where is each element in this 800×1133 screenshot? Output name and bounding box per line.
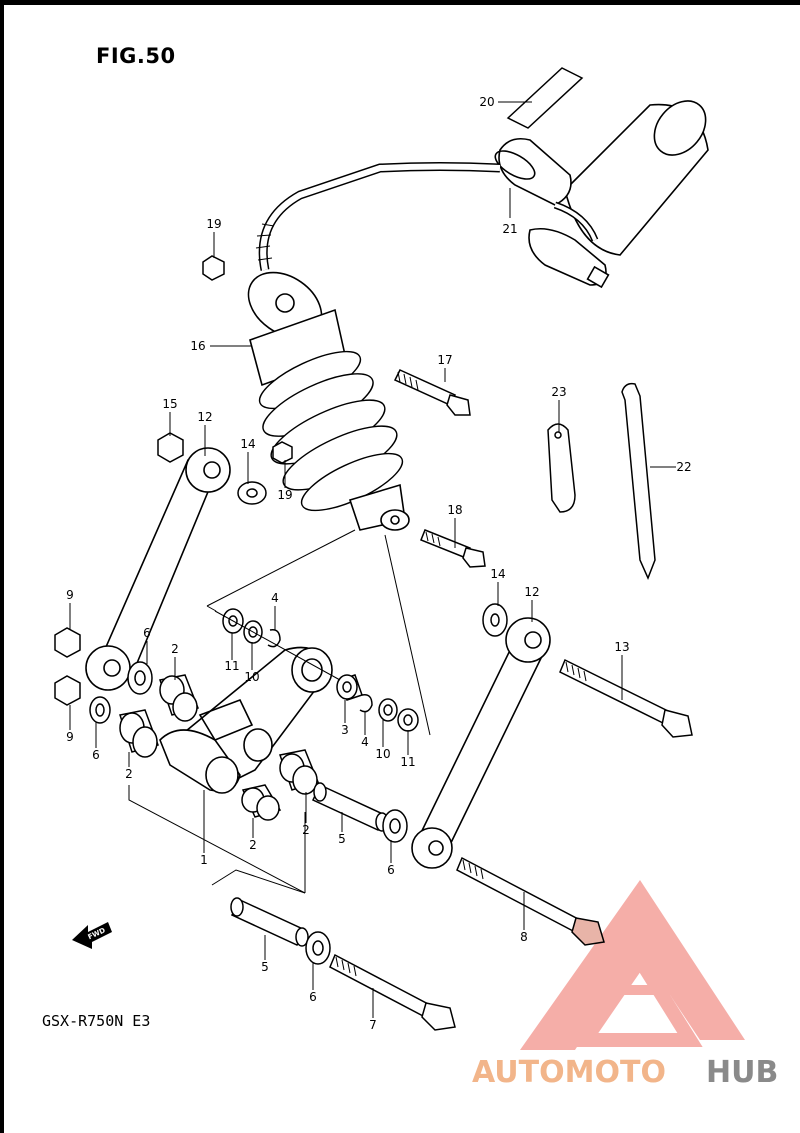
callout-8: 8 <box>520 930 528 944</box>
nut-15 <box>157 432 184 463</box>
callout-12-right: 12 <box>524 585 539 599</box>
callout-2-right: 2 <box>302 823 310 837</box>
circlip-4b <box>359 693 373 713</box>
reservoir-hose <box>255 162 501 271</box>
spacer-5b <box>230 897 309 947</box>
callout-6-right: 6 <box>387 863 395 877</box>
bearing-2b <box>119 709 159 758</box>
callout-15: 15 <box>162 397 177 411</box>
nut-9b <box>54 675 81 706</box>
bearing-2d <box>241 784 282 821</box>
washer-14b <box>482 603 508 637</box>
bolt-7 <box>329 953 456 1031</box>
watermark-text-secondary: HUB <box>706 1055 778 1090</box>
fwd-arrow-icon <box>72 922 112 949</box>
circlip-4a <box>267 628 281 648</box>
callout-16: 16 <box>190 339 205 353</box>
callout-5-lower: 5 <box>261 960 269 974</box>
callout-6-lower: 6 <box>309 990 317 1004</box>
callout-6-left: 6 <box>92 748 100 762</box>
bracket-23 <box>547 423 576 513</box>
nut-19a <box>202 255 225 281</box>
bolt-18 <box>420 529 486 568</box>
callout-18: 18 <box>447 503 462 517</box>
callout-labels: 20 21 19 16 17 23 22 15 12 14 19 18 14 1… <box>66 95 691 1032</box>
model-code-label: GSX-R750N E3 <box>42 1012 151 1030</box>
rear-shock-absorber <box>247 271 410 531</box>
callout-13: 13 <box>614 640 629 654</box>
spacer-5a <box>312 782 389 832</box>
bearing-3 <box>336 674 363 701</box>
callout-9-top: 9 <box>66 588 74 602</box>
callout-2-lower: 2 <box>249 838 257 852</box>
nut-19b <box>272 441 293 464</box>
callout-22: 22 <box>676 460 691 474</box>
washer-14a <box>237 481 267 505</box>
callout-10-top: 10 <box>244 670 259 684</box>
callout-5-upper: 5 <box>338 832 346 846</box>
callout-7: 7 <box>369 1018 377 1032</box>
bolt-8 <box>456 856 605 946</box>
washer-6c <box>382 809 408 843</box>
hose-clamp-22 <box>621 382 656 580</box>
watermark-wordmark: AUTOMOTO HUB <box>472 1055 778 1090</box>
callout-17: 17 <box>437 353 452 367</box>
callout-10-bottom: 10 <box>375 747 390 761</box>
cushion-lever-1 <box>159 646 333 794</box>
callout-14-left: 14 <box>240 437 255 451</box>
leader-lines <box>69 101 676 1018</box>
watermark-text-primary: AUTOMOTO <box>472 1055 666 1090</box>
washer-6a <box>127 661 153 695</box>
bearing-2a <box>159 674 200 722</box>
reservoir-tank <box>494 100 709 289</box>
bearing-2c <box>279 749 320 795</box>
callout-20: 20 <box>479 95 494 109</box>
page-border-left <box>0 0 4 1133</box>
callout-4-bottom: 4 <box>361 735 369 749</box>
callout-2-left: 2 <box>125 767 133 781</box>
callout-19-mid: 19 <box>277 488 292 502</box>
callout-21: 21 <box>502 222 517 236</box>
watermark-logo <box>520 880 745 1050</box>
seal-11b <box>397 708 419 732</box>
callout-4-top: 4 <box>271 591 279 605</box>
nut-9a <box>54 627 81 658</box>
washer-6d <box>305 931 331 965</box>
washer-6b <box>89 696 111 724</box>
bolt-17 <box>393 369 471 416</box>
callout-1: 1 <box>200 853 208 867</box>
callout-9-bottom: 9 <box>66 730 74 744</box>
callout-6-top: 6 <box>143 626 151 640</box>
callout-11-bottom: 11 <box>400 755 415 769</box>
figure-title: FIG.50 <box>96 44 176 68</box>
reservoir-label-decal <box>506 67 584 129</box>
callout-19-top: 19 <box>206 217 221 231</box>
seal-10b <box>378 698 398 722</box>
callout-2-top: 2 <box>171 642 179 656</box>
callout-12-left: 12 <box>197 410 212 424</box>
callout-23: 23 <box>551 385 566 399</box>
page-border-top <box>0 0 800 5</box>
callout-14-right: 14 <box>490 567 505 581</box>
callout-3: 3 <box>341 723 349 737</box>
cushion-rod-12-right <box>411 617 551 869</box>
bolt-13 <box>559 658 693 738</box>
cushion-rod-12-left <box>85 447 231 691</box>
callout-11-top: 11 <box>224 659 239 673</box>
